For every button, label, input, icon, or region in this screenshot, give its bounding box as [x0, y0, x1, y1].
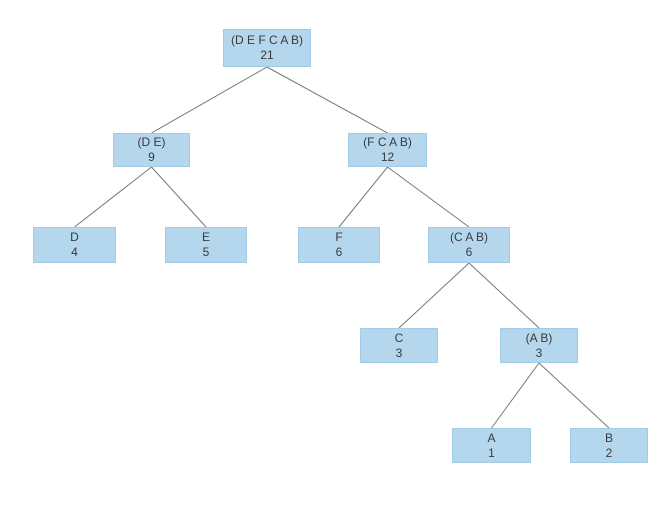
node-label: (D E) — [137, 135, 166, 149]
node-label: B — [604, 430, 613, 445]
tree-edge-fcab-f — [338, 166, 388, 228]
tree-edge-de-e — [151, 166, 207, 228]
node-label: (A B) — [525, 330, 553, 345]
node-value: 6 — [335, 245, 343, 259]
node-label: A — [487, 430, 496, 445]
node-value: 6 — [465, 245, 473, 259]
tree-node-cab: (C A B) 6 — [428, 227, 510, 263]
tree-node-f: F 6 — [298, 227, 380, 263]
node-value: 2 — [605, 445, 613, 460]
node-label: (D E F C A B) — [230, 33, 303, 47]
node-value: 5 — [202, 245, 210, 259]
tree-node-c: C 3 — [360, 328, 438, 363]
tree-edge-de-d — [74, 166, 152, 228]
tree-edge-ab-a — [491, 362, 540, 429]
tree-edge-defcab-de — [151, 66, 268, 134]
node-label: F — [335, 230, 343, 244]
node-value: 1 — [488, 445, 495, 460]
tree-node-de: (D E) 9 — [113, 133, 190, 167]
tree-node-d: D 4 — [33, 227, 116, 263]
tree-edge-ab-b — [538, 362, 610, 429]
tree-node-a: A 1 — [452, 428, 531, 463]
node-label: (C A B) — [449, 230, 488, 244]
tree-node-defcab: (D E F C A B) 21 — [223, 29, 311, 67]
tree-edge-cab-ab — [468, 262, 540, 329]
tree-edge-cab-c — [398, 262, 470, 329]
node-value: 3 — [535, 345, 543, 360]
node-label: D — [70, 230, 79, 244]
node-value: 12 — [380, 150, 395, 164]
node-value: 3 — [395, 345, 403, 360]
node-label: (F C A B) — [363, 135, 412, 149]
tree-node-fcab: (F C A B) 12 — [348, 133, 427, 167]
tree-node-ab: (A B) 3 — [500, 328, 578, 363]
tree-node-b: B 2 — [570, 428, 648, 463]
tree-node-e: E 5 — [165, 227, 247, 263]
tree-edge-defcab-fcab — [266, 66, 388, 134]
node-value: 21 — [260, 48, 274, 62]
node-label: E — [201, 230, 210, 244]
node-label: C — [394, 330, 404, 345]
node-value: 4 — [71, 245, 78, 259]
tree-edge-fcab-cab — [387, 166, 470, 228]
node-value: 9 — [148, 150, 155, 164]
